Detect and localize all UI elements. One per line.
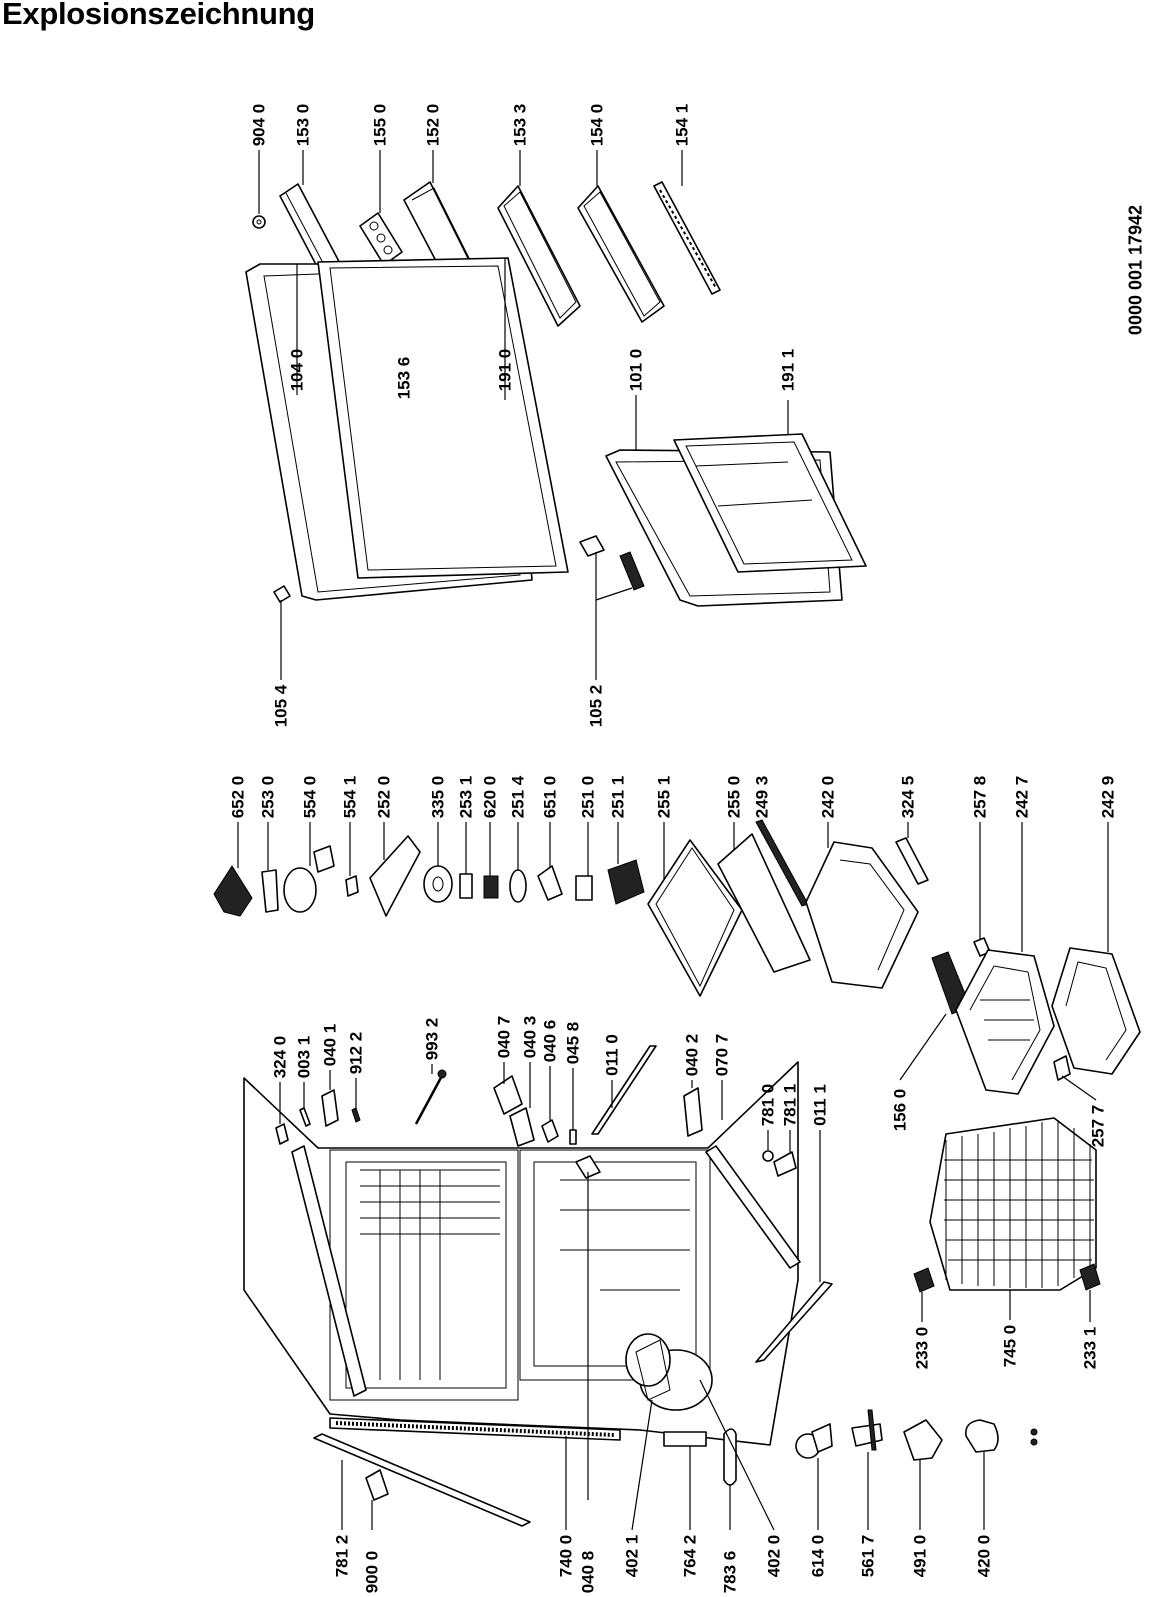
part-number-label: 420 0 <box>975 1535 994 1578</box>
part-number-label: 993 2 <box>423 1018 442 1061</box>
part-number-label: 045 8 <box>564 1022 583 1065</box>
part-number-label: 040 1 <box>321 1024 340 1067</box>
part-number-label: 620 0 <box>481 776 500 819</box>
part-number-label: 101 0 <box>627 349 646 392</box>
page-title: Explosionszeichnung <box>2 0 315 31</box>
part-number-label: 251 1 <box>609 776 628 819</box>
wire-shelves-group <box>913 1117 1101 1322</box>
part-number-label: 040 2 <box>683 1034 702 1077</box>
part-number-label: 040 3 <box>521 1016 540 1059</box>
part-number-label: 105 4 <box>272 684 291 727</box>
part-number-label: 040 7 <box>495 1016 514 1059</box>
part-number-label: 153 0 <box>294 104 313 147</box>
part-number-label: 257 8 <box>971 776 990 819</box>
part-number-label: 781 1 <box>781 1084 800 1127</box>
part-number-label: 251 4 <box>509 775 528 818</box>
cabinet-group <box>243 1061 833 1527</box>
part-number-label: 191 0 <box>496 349 515 392</box>
part-number-label: 011 0 <box>603 1034 622 1076</box>
part-number-label: 740 0 <box>557 1535 576 1578</box>
part-number-label: 242 9 <box>1099 776 1118 819</box>
part-number-label: 191 1 <box>779 349 798 392</box>
part-number-label: 242 7 <box>1013 776 1032 819</box>
part-number-label: 251 0 <box>579 776 598 819</box>
part-number-label: 764 2 <box>681 1535 700 1578</box>
part-number-label: 900 0 <box>363 1551 382 1594</box>
part-number-label: 255 1 <box>655 776 674 819</box>
part-number-label: 233 0 <box>913 1327 932 1370</box>
part-number-label: 324 0 <box>271 1036 290 1079</box>
part-number-label: 335 0 <box>429 776 448 819</box>
part-number-label: 252 0 <box>375 776 394 819</box>
part-number-label: 003 1 <box>295 1036 314 1079</box>
interior-parts-group <box>213 819 1141 1101</box>
part-number-label: 156 0 <box>891 1089 910 1132</box>
part-number-label: 040 8 <box>579 1551 598 1594</box>
part-number-label: 154 0 <box>588 104 607 147</box>
part-number-label: 154 1 <box>673 104 692 147</box>
part-number-label: 105 2 <box>587 685 606 728</box>
part-number-label: 253 0 <box>259 776 278 819</box>
part-number-label: 554 1 <box>341 776 360 819</box>
part-number-label: 242 0 <box>819 776 838 819</box>
part-number-label: 104 0 <box>288 349 307 392</box>
part-number-label: 153 3 <box>511 104 530 147</box>
part-number-label: 904 0 <box>250 104 269 147</box>
part-number-label: 324 5 <box>899 776 918 819</box>
cabinet-parts-group <box>275 1045 821 1282</box>
part-number-label: 652 0 <box>229 776 248 819</box>
bottom-parts-group <box>341 1379 1038 1531</box>
part-number-label: 255 0 <box>725 776 744 819</box>
part-number-label: 651 0 <box>541 776 560 819</box>
part-number-label: 153 6 <box>395 357 414 400</box>
part-number-label: 402 0 <box>765 1535 784 1578</box>
part-number-label: 257 7 <box>1089 1105 1108 1148</box>
part-number-label: 233 1 <box>1081 1327 1100 1370</box>
part-number-labels: 904 0 153 0 155 0 152 0 153 3 154 0 154 1 153 6… <box>229 104 1118 1594</box>
part-number-label: 561 7 <box>859 1535 878 1578</box>
part-number-label: 614 0 <box>809 1535 828 1578</box>
part-number-label: 152 0 <box>424 104 443 147</box>
part-number-label: 155 0 <box>371 104 390 147</box>
part-number-label: 783 6 <box>721 1551 740 1594</box>
part-number-label: 912 2 <box>347 1032 366 1075</box>
part-number-label: 253 1 <box>457 776 476 819</box>
part-number-label: 249 3 <box>753 776 772 819</box>
part-number-label: 745 0 <box>1001 1325 1020 1368</box>
part-number-label: 402 1 <box>623 1535 642 1578</box>
part-number-label: 491 0 <box>911 1535 930 1578</box>
part-number-label: 781 2 <box>333 1535 352 1578</box>
part-number-label: 040 6 <box>541 1020 560 1063</box>
part-number-label: 011 1 <box>811 1084 830 1126</box>
doors-group <box>245 257 867 680</box>
part-number-label: 781 0 <box>759 1084 778 1127</box>
part-number-label: 070 7 <box>713 1034 732 1077</box>
part-number-label: 554 0 <box>301 776 320 819</box>
